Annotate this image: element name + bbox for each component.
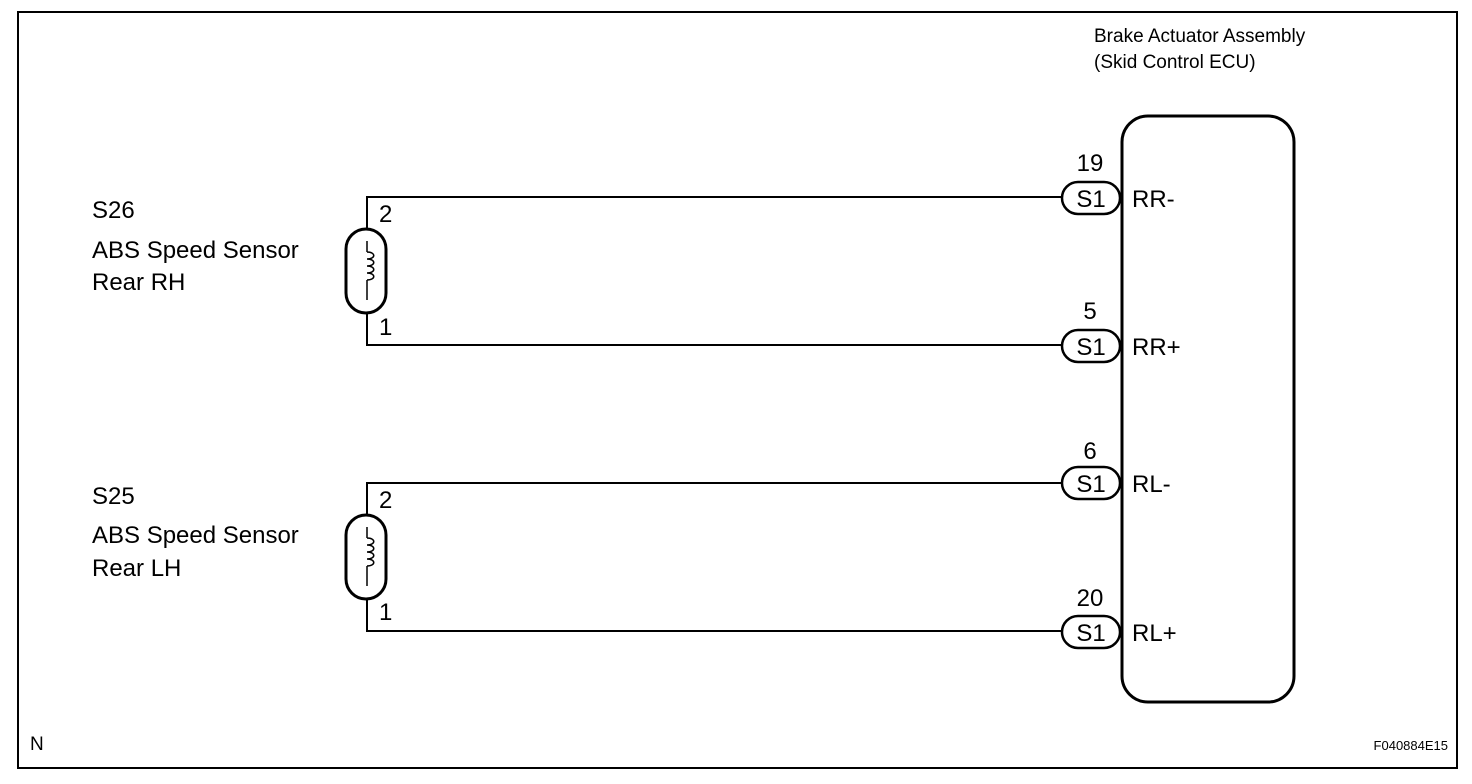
connector-shape <box>1060 465 1122 501</box>
connector-shape <box>1060 180 1122 216</box>
connector-shape <box>1060 614 1122 650</box>
pin-signal-label: RR+ <box>1132 334 1181 361</box>
pin-number: 5 <box>1083 298 1096 325</box>
wire-rr-minus <box>366 196 1064 230</box>
connector-label: S1 <box>1076 334 1105 361</box>
pin-number: 20 <box>1077 585 1104 612</box>
pin-signal-label: RL- <box>1132 471 1171 498</box>
sensor-pin-bottom: 1 <box>379 599 392 626</box>
ecu-title-line2: (Skid Control ECU) <box>1094 52 1256 73</box>
pin-signal-label: RR- <box>1132 186 1175 213</box>
sensor-name-line1: ABS Speed Sensor <box>92 237 299 264</box>
ecu-box <box>1120 114 1296 704</box>
sensor-rear-rh: S26 ABS Speed Sensor Rear RH 2 1 <box>92 197 392 341</box>
ecu-pin-rl-plus: S1 20 RL+ <box>1060 585 1177 650</box>
ecu-pin-rr-plus: S1 5 RR+ <box>1060 298 1181 364</box>
ecu-title-line1: Brake Actuator Assembly <box>1094 26 1306 47</box>
connector-label: S1 <box>1076 471 1105 498</box>
coil-icon <box>366 241 375 300</box>
wire-rl-minus <box>366 482 1064 516</box>
pin-number: 6 <box>1083 438 1096 465</box>
sensor-rear-lh: S25 ABS Speed Sensor Rear LH 2 1 <box>92 483 392 626</box>
sensor-name-line2: Rear LH <box>92 555 181 582</box>
sensor-body <box>344 227 388 315</box>
sensor-body <box>344 513 388 601</box>
sensor-code: S26 <box>92 197 135 224</box>
sensor-name-line2: Rear RH <box>92 269 185 296</box>
pin-number: 19 <box>1077 150 1104 177</box>
connector-label: S1 <box>1076 186 1105 213</box>
figure-id: F040884E15 <box>1374 738 1448 753</box>
coil-icon <box>366 527 375 586</box>
sensor-pin-bottom: 1 <box>379 314 392 341</box>
connector-shape <box>1060 328 1122 364</box>
footer-left-mark: N <box>30 734 44 755</box>
wire-rl-plus <box>366 598 1064 632</box>
ecu-pin-rl-minus: S1 6 RL- <box>1060 438 1171 501</box>
diagram-frame <box>17 11 1458 769</box>
connector-label: S1 <box>1076 620 1105 647</box>
sensor-pin-top: 2 <box>379 201 392 228</box>
pin-signal-label: RL+ <box>1132 620 1177 647</box>
sensor-code: S25 <box>92 483 135 510</box>
wire-rr-plus <box>366 312 1064 346</box>
sensor-name-line1: ABS Speed Sensor <box>92 522 299 549</box>
sensor-pin-top: 2 <box>379 487 392 514</box>
ecu-pin-rr-minus: S1 19 RR- <box>1060 150 1175 216</box>
